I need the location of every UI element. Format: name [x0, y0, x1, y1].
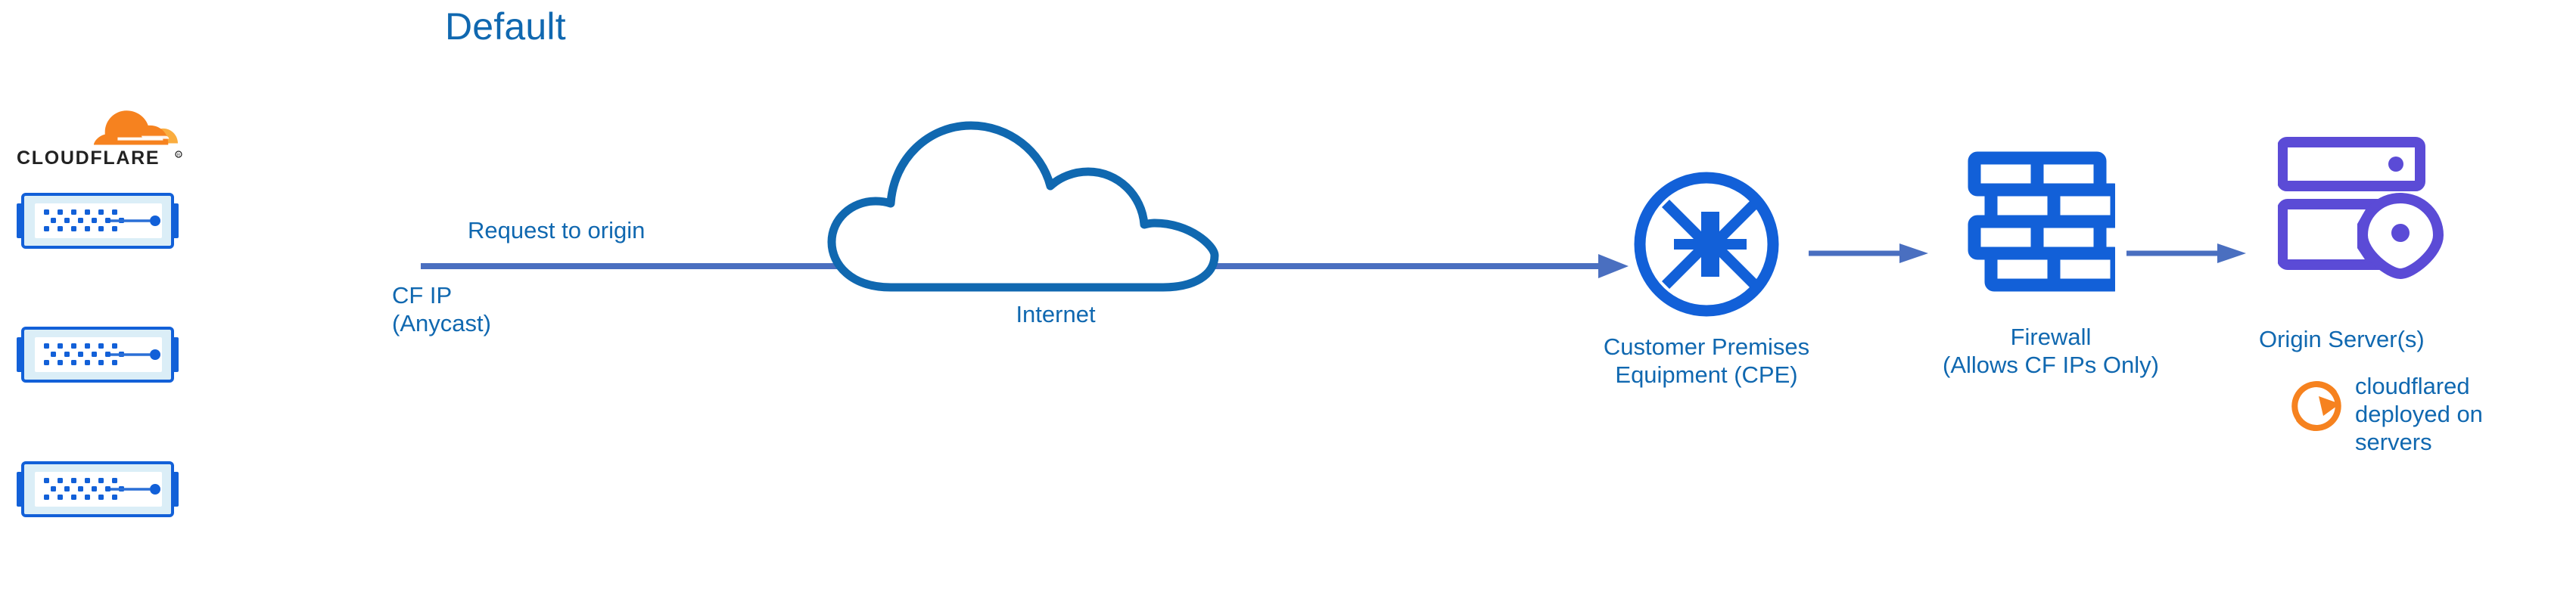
cf-ip-anycast-label: CF IP (Anycast): [392, 281, 589, 337]
cloudflare-server-rack-2: [17, 325, 179, 384]
cloudflared-note-label: cloudflared deployed on servers: [2355, 372, 2529, 456]
cloudflare-cloud-mark: [93, 110, 179, 145]
cf-ip-line1: CF IP: [392, 282, 453, 309]
router-four-arrows-icon: [1634, 172, 1779, 317]
server-location-pin-icon: [2278, 137, 2444, 280]
firewall-label: Firewall (Allows CF IPs Only): [1884, 323, 2217, 379]
origin-server-label: Origin Server(s): [2259, 326, 2425, 352]
cloudflare-server-rack-3: [17, 460, 179, 519]
firewall-label-line1: Firewall: [2010, 324, 2092, 350]
cloudflared-line3: servers: [2355, 429, 2432, 455]
cpe-label: Customer Premises Equipment (CPE): [1529, 333, 1884, 389]
cf-ip-line2: (Anycast): [392, 310, 491, 336]
cloudflare-server-rack-1: [17, 191, 179, 250]
page-title: Default: [445, 5, 566, 48]
circular-arrows-sync-icon: [2291, 381, 2341, 431]
svg-text:CLOUDFLARE: CLOUDFLARE: [17, 147, 160, 169]
cloudflared-line1: cloudflared: [2355, 373, 2470, 399]
svg-text:R: R: [177, 154, 180, 158]
cloudflare-logo: CLOUDFLARE R: [17, 98, 183, 189]
cpe-label-line2: Equipment (CPE): [1615, 361, 1798, 388]
brick-wall-icon: [1968, 151, 2115, 292]
arrow-cpe-to-firewall: [1809, 243, 1928, 263]
firewall-label-line2: (Allows CF IPs Only): [1943, 352, 2159, 378]
internet-cloud-icon: [827, 121, 1219, 292]
cpe-label-line1: Customer Premises: [1603, 333, 1810, 360]
internet-label: Internet: [1016, 301, 1096, 327]
request-to-origin-label: Request to origin: [468, 217, 646, 243]
cloudflared-line2: deployed on: [2355, 401, 2483, 427]
cloudflare-wordmark: CLOUDFLARE R: [17, 147, 182, 169]
arrow-firewall-to-origin: [2126, 243, 2246, 263]
